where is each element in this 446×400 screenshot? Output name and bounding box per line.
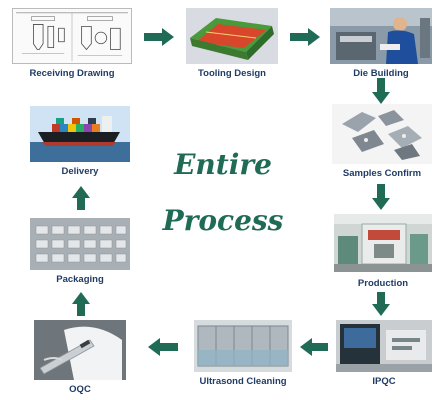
step-label: Packaging	[56, 274, 104, 285]
step-oqc: OQC	[34, 320, 126, 395]
arrow-right-icon	[290, 28, 320, 46]
arrow-left-icon	[148, 338, 178, 356]
step-packaging: Packaging	[30, 218, 130, 285]
oqc-icon	[34, 320, 126, 380]
step-label: Samples Confirm	[342, 168, 422, 179]
packaging-icon	[30, 218, 130, 270]
title-line-1: Entire	[174, 148, 272, 181]
step-label: Die Building	[353, 68, 409, 79]
step-label: Ultrasond Cleaning	[199, 376, 287, 387]
tooling-icon	[186, 8, 278, 64]
step-label: Production	[357, 278, 409, 289]
step-label: Receiving Drawing	[29, 68, 115, 79]
arrow-up-icon	[72, 292, 90, 316]
arrow-up-icon	[72, 186, 90, 210]
step-die-building: Die Building	[330, 8, 432, 79]
delivery-icon	[30, 106, 130, 162]
step-samples-confirm: Samples Confirm	[332, 104, 432, 179]
step-production: Production	[334, 214, 432, 289]
step-tooling-design: Tooling Design	[186, 8, 278, 79]
step-label: OQC	[69, 384, 91, 395]
arrow-down-icon	[372, 184, 390, 210]
production-icon	[334, 214, 432, 272]
arrow-left-icon	[300, 338, 328, 356]
samples-icon	[332, 104, 432, 164]
step-label: Delivery	[61, 166, 99, 177]
arrow-down-icon	[372, 292, 390, 316]
step-label: Tooling Design	[198, 68, 266, 79]
arrow-right-icon	[144, 28, 174, 46]
die-building-icon	[330, 8, 432, 64]
title-line-2: Process	[162, 204, 284, 237]
arrow-down-icon	[372, 78, 390, 104]
step-ultrasond-cleaning: Ultrasond Cleaning	[194, 320, 292, 387]
ipqc-icon	[336, 320, 432, 372]
drawing-icon	[12, 8, 132, 64]
cleaning-icon	[194, 320, 292, 372]
step-delivery: Delivery	[30, 106, 130, 177]
step-receiving-drawing: Receiving Drawing	[12, 8, 132, 79]
step-label: IPQC	[372, 376, 396, 387]
step-ipqc: IPQC	[336, 320, 432, 387]
